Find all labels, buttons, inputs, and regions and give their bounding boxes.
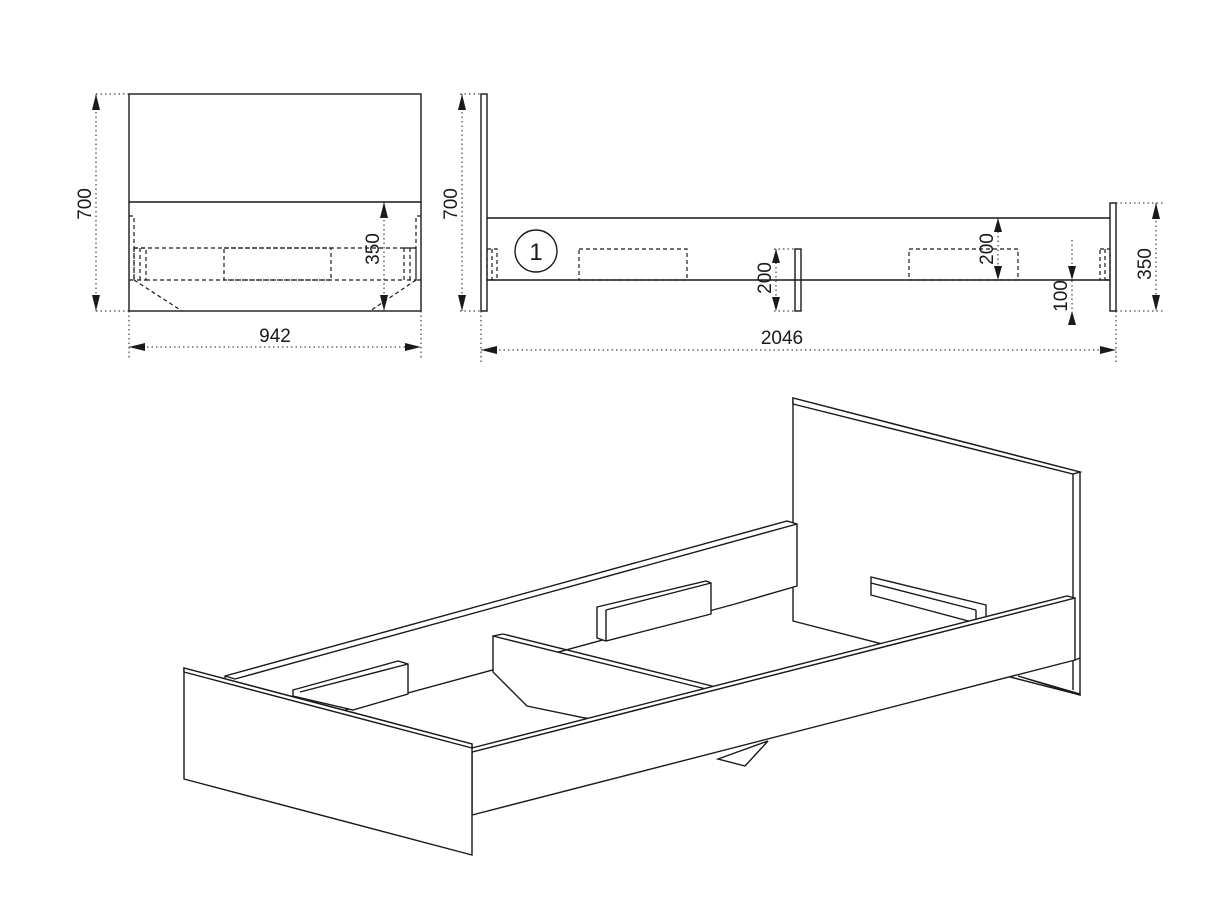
dim-front-height: 700 bbox=[75, 188, 96, 220]
dim-rail-height: 200 bbox=[977, 233, 998, 265]
iso-center-leg bbox=[715, 740, 769, 767]
arrow-up bbox=[994, 218, 1002, 232]
arrow-down bbox=[92, 295, 100, 311]
side-headboard bbox=[480, 93, 488, 312]
arrow-down bbox=[994, 266, 1002, 280]
dim-footboard-height: 350 bbox=[1135, 248, 1156, 280]
arrow-right bbox=[405, 343, 421, 351]
iso-near-rail-end bbox=[1074, 657, 1081, 661]
arrow-down bbox=[1152, 295, 1160, 311]
arrow-up bbox=[1068, 311, 1076, 325]
side-center-leg bbox=[794, 248, 802, 312]
iso-far-rail-inner bbox=[234, 523, 798, 680]
iso-slat-foot bbox=[292, 660, 409, 711]
arrow-down bbox=[380, 295, 388, 311]
arrow-up bbox=[92, 94, 100, 110]
iso-slat-head-edge bbox=[870, 582, 977, 611]
arrow-up bbox=[1152, 203, 1160, 219]
iso-slat-middle bbox=[596, 580, 712, 642]
dim-frame-height: 350 bbox=[363, 233, 384, 265]
iso-center-support-top bbox=[492, 633, 504, 637]
front-view: 700 350 942 bbox=[75, 93, 422, 360]
arrow-up bbox=[772, 249, 780, 263]
arrow-down bbox=[458, 295, 466, 311]
side-slat-right bbox=[908, 248, 1019, 281]
arrow-left bbox=[129, 343, 145, 351]
part-callout-circle bbox=[514, 229, 558, 273]
iso-footboard-top bbox=[183, 667, 473, 749]
front-left-joint bbox=[129, 215, 135, 281]
arrow-up bbox=[380, 202, 388, 218]
arrow-down bbox=[772, 297, 780, 311]
dim-length: 2046 bbox=[761, 328, 803, 349]
dim-side-height: 700 bbox=[441, 188, 462, 220]
front-chamfer-right bbox=[369, 279, 417, 312]
part-callout-number: 1 bbox=[529, 239, 542, 266]
front-right-joint bbox=[415, 215, 421, 281]
iso-center-support-top2 bbox=[502, 633, 721, 689]
arrow-up bbox=[458, 94, 466, 110]
iso-far-rail-top-edge bbox=[224, 675, 236, 680]
side-view: 1 700 200 200 100 350 bbox=[441, 93, 1165, 362]
iso-slat-foot-edge bbox=[299, 663, 409, 693]
iso-slat-middle-edge bbox=[605, 582, 712, 611]
dim-leg-height: 200 bbox=[755, 262, 776, 294]
iso-head-leg bbox=[1017, 675, 1081, 696]
isometric-view bbox=[183, 397, 1083, 856]
front-chamfer-left bbox=[133, 279, 183, 312]
front-center-slat bbox=[223, 247, 332, 281]
arrow-right bbox=[1100, 346, 1116, 354]
arrow-left bbox=[481, 346, 497, 354]
side-slat-left bbox=[578, 248, 688, 281]
side-footboard bbox=[1109, 202, 1117, 312]
dim-width: 942 bbox=[259, 326, 291, 347]
dim-clearance: 100 bbox=[1051, 280, 1072, 312]
arrow-down bbox=[1068, 266, 1076, 280]
